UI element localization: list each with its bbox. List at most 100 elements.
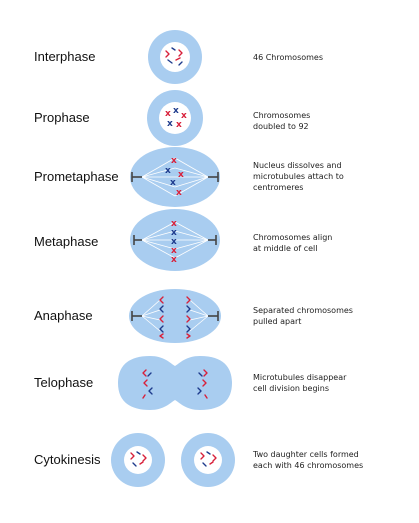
chromosome	[212, 454, 217, 462]
chromosome	[178, 49, 183, 57]
spindle-fiber	[141, 157, 176, 178]
spindle-fiber	[141, 176, 176, 197]
prophase-cell: x x x x x	[147, 90, 203, 146]
description-line: each with 46 chromosomes	[253, 461, 364, 470]
chromosome	[159, 325, 164, 333]
stage-description-anaphase: Separated chromosomes pulled apart	[253, 305, 403, 327]
prometaphase-cell: x x x x x	[130, 147, 220, 207]
spindle-poles	[131, 311, 219, 321]
spindle-fiber	[174, 176, 209, 188]
chromosome	[198, 372, 203, 377]
cell-body	[129, 289, 221, 343]
chromosome	[159, 333, 164, 339]
chromosome	[178, 61, 183, 66]
nucleus	[160, 42, 190, 72]
chromosome	[186, 325, 191, 333]
chromosome	[209, 461, 214, 465]
spindle-fibers	[141, 157, 209, 197]
chromosome-x: x	[171, 237, 177, 247]
chromosome-x: x	[171, 228, 177, 238]
spindle-fiber	[189, 299, 209, 317]
nucleus	[159, 102, 191, 134]
description-line: Microtubules disappear	[253, 373, 347, 382]
chromosome-x: x	[165, 109, 171, 119]
chromosome-x: x	[171, 219, 177, 229]
chromosome-group-left	[159, 296, 164, 339]
chromosome-group: x x x x x	[165, 106, 187, 130]
spindle-poles	[131, 172, 219, 182]
interphase-cell	[148, 30, 202, 84]
cell-body	[118, 356, 232, 410]
chromosome	[175, 57, 181, 61]
chromosome	[159, 296, 164, 304]
chromosome	[147, 372, 152, 377]
description-line: Separated chromosomes	[253, 306, 353, 315]
spindle-fiber	[174, 239, 209, 259]
spindle-fiber	[174, 167, 209, 178]
stage-label-interphase: Interphase	[34, 49, 96, 64]
chromosome	[204, 394, 208, 399]
chromosome-group-right	[186, 296, 191, 339]
chromosome	[186, 333, 191, 339]
chromosome	[143, 379, 148, 387]
stage-label-cytokinesis: Cytokinesis	[34, 452, 101, 467]
chromosome	[142, 454, 147, 462]
spindle-fiber	[141, 309, 161, 317]
stage-description-telophase: Microtubules disappear cell division beg…	[253, 372, 403, 394]
chromosome	[186, 305, 191, 313]
description-line: Chromosomes	[253, 111, 311, 120]
spindle-fiber	[141, 221, 176, 241]
stage-description-prophase: Chromosomes doubled to 92	[253, 110, 403, 132]
chromosome	[202, 462, 207, 467]
spindle-fiber	[189, 309, 209, 317]
spindle-fibers	[141, 221, 209, 259]
spindle-fiber	[141, 299, 161, 317]
stage-label-prometaphase: Prometaphase	[34, 169, 119, 184]
daughter-cell-left	[111, 433, 165, 487]
chromosome	[159, 305, 164, 313]
stage-label-prophase: Prophase	[34, 110, 90, 125]
spindle-fiber	[174, 221, 209, 241]
chromosome-x: x	[170, 178, 176, 188]
spindle-fiber	[189, 315, 209, 332]
spindle-fiber	[141, 239, 176, 250]
description-line: doubled to 92	[253, 122, 309, 131]
chromosome-x: x	[176, 188, 182, 198]
spindle-fiber	[141, 315, 161, 332]
spindle-fiber	[174, 239, 209, 250]
chromosome-x: x	[171, 246, 177, 256]
chromosome-x: x	[178, 170, 184, 180]
chromosome	[171, 47, 176, 51]
spindle-fiber	[141, 239, 176, 259]
stage-description-metaphase: Chromosomes align at middle of cell	[253, 232, 403, 254]
chromosome	[202, 379, 207, 387]
chromosome	[136, 451, 141, 455]
chromosome-group: x x x x x	[171, 219, 177, 265]
chromosome-group-right	[197, 369, 208, 399]
chromosome	[132, 462, 137, 467]
nucleus	[194, 446, 222, 474]
description-line: centromeres	[253, 183, 304, 192]
chromosome	[159, 315, 164, 323]
chromosome-x: x	[176, 120, 182, 130]
chromosome-group-left	[142, 369, 153, 399]
description-line: Chromosomes align	[253, 233, 333, 242]
spindle-fiber	[141, 230, 176, 241]
chromosome	[167, 59, 173, 64]
anaphase-cell	[129, 289, 221, 343]
chromosome-x: x	[167, 119, 173, 129]
chromosome-x: x	[181, 111, 187, 121]
chromosome	[142, 369, 147, 377]
spindle-fiber	[174, 230, 209, 241]
chromosome	[130, 452, 135, 460]
spindle-fibers	[141, 299, 209, 332]
telophase-cell	[118, 356, 232, 410]
stage-label-telophase: Telophase	[34, 375, 94, 390]
stage-label-metaphase: Metaphase	[34, 234, 99, 249]
stage-label-anaphase: Anaphase	[34, 308, 93, 323]
chromosome-x: x	[165, 166, 171, 176]
chromosome	[203, 369, 208, 377]
chromosome	[206, 451, 211, 455]
metaphase-cell: x x x x x	[130, 209, 220, 271]
